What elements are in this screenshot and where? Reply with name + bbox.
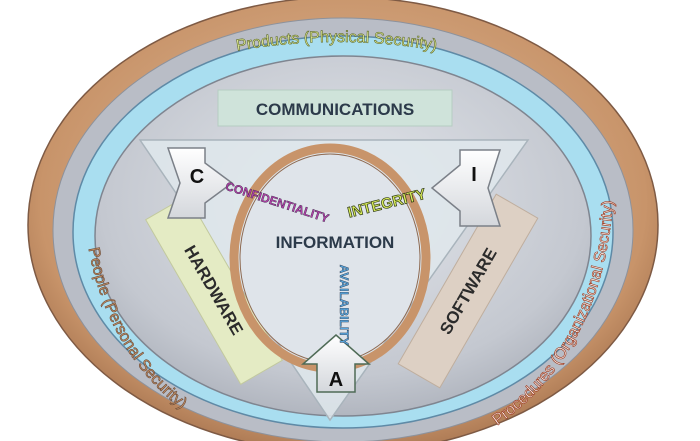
- communications-box: [217, 89, 453, 127]
- a-arrow-label: A: [329, 369, 343, 391]
- a-arrow: [301, 334, 371, 393]
- i-arrow-label: I: [471, 164, 477, 186]
- i-arrow: [430, 149, 502, 227]
- c-arrow: [166, 147, 234, 219]
- c-arrow-label: C: [190, 166, 204, 188]
- information-title: INFORMATION: [276, 233, 395, 252]
- software-box-group: SOFTWARE: [397, 193, 539, 389]
- availability-label: AVAILABILITY: [337, 265, 351, 346]
- software-box: [397, 193, 539, 389]
- communications-label: COMMUNICATIONS: [256, 100, 414, 119]
- information-core: [239, 153, 421, 363]
